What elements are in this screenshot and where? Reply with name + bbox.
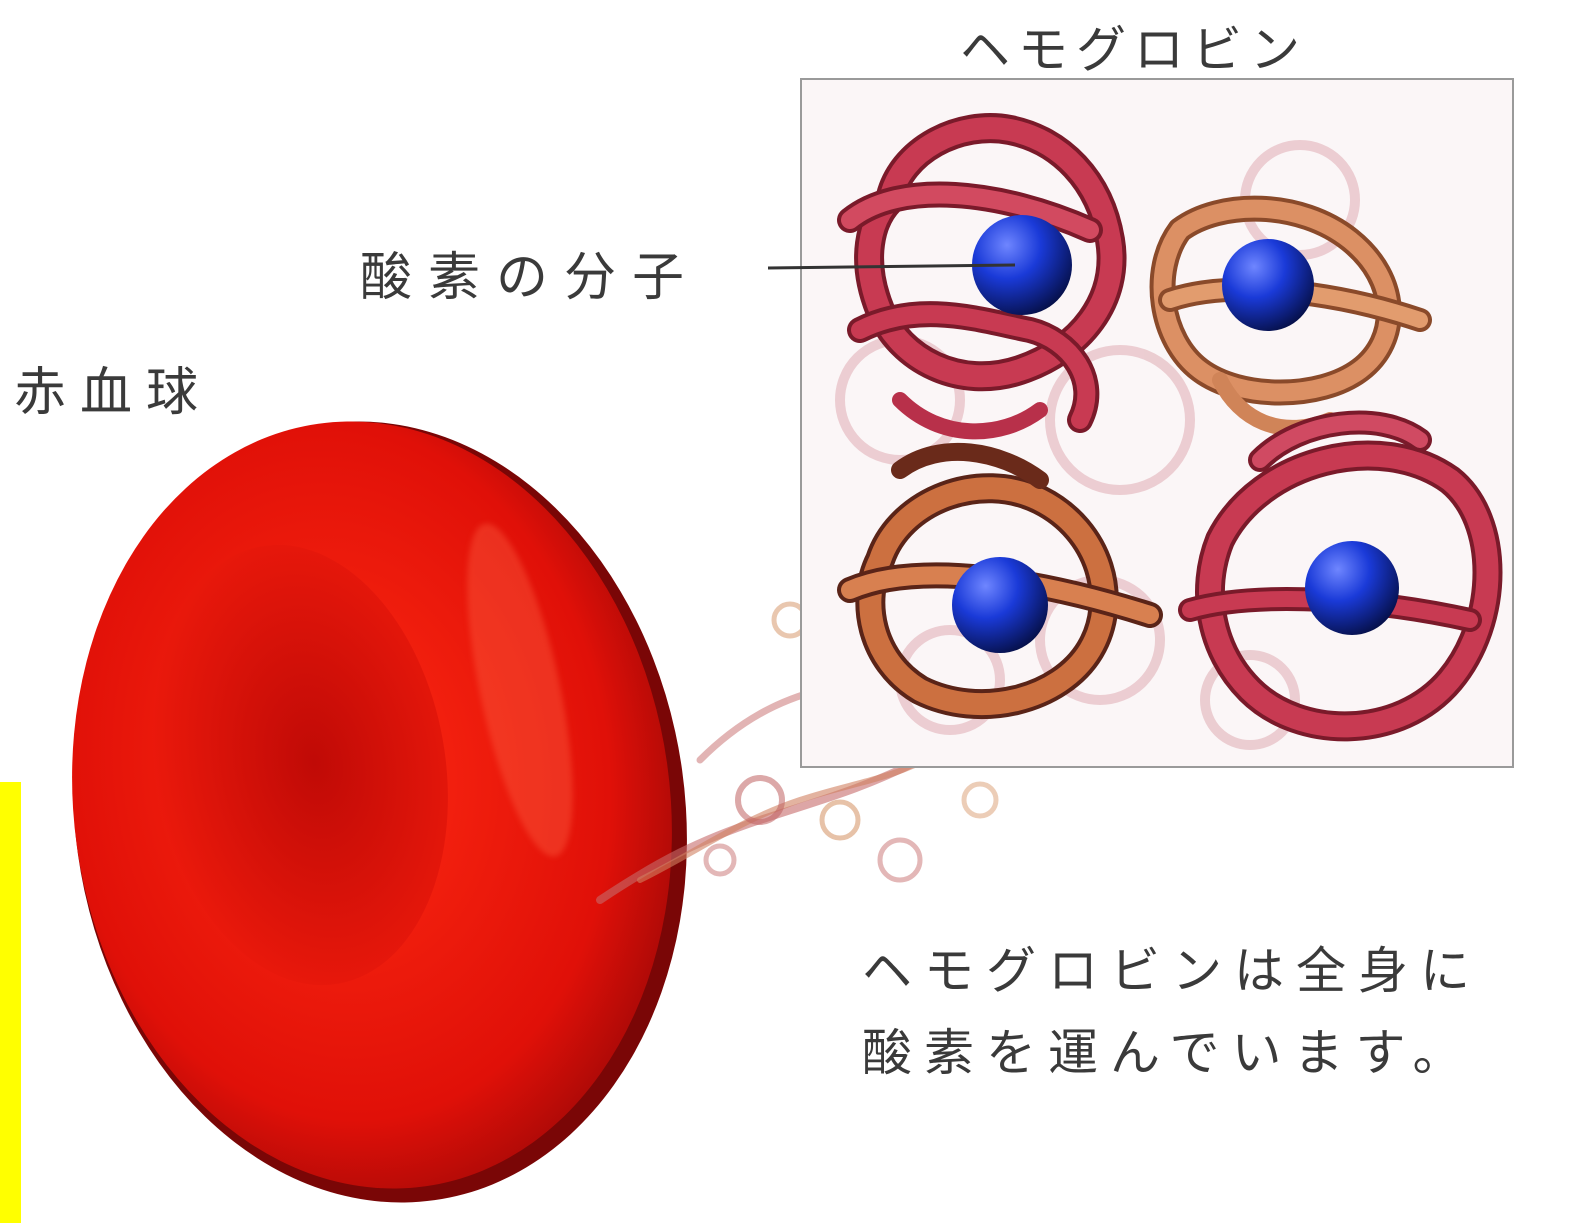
oxygen-molecule-2: [1222, 239, 1314, 331]
oxygen-molecule-label: 酸素の分子: [360, 235, 700, 310]
oxygen-molecule-3: [952, 557, 1048, 653]
caption: ヘモグロビンは全身に 酸素を運んでいます。: [862, 930, 1482, 1094]
red-blood-cell: [23, 381, 736, 1223]
red-blood-cell-label: 赤血球: [14, 350, 212, 425]
caption-line-2: 酸素を運んでいます。: [862, 1012, 1482, 1094]
oxygen-molecule-4: [1305, 541, 1399, 635]
caption-line-1: ヘモグロビンは全身に: [862, 930, 1482, 1012]
highlight-bar: [0, 782, 21, 1223]
hemoglobin-title: ヘモグロビン: [960, 10, 1308, 82]
